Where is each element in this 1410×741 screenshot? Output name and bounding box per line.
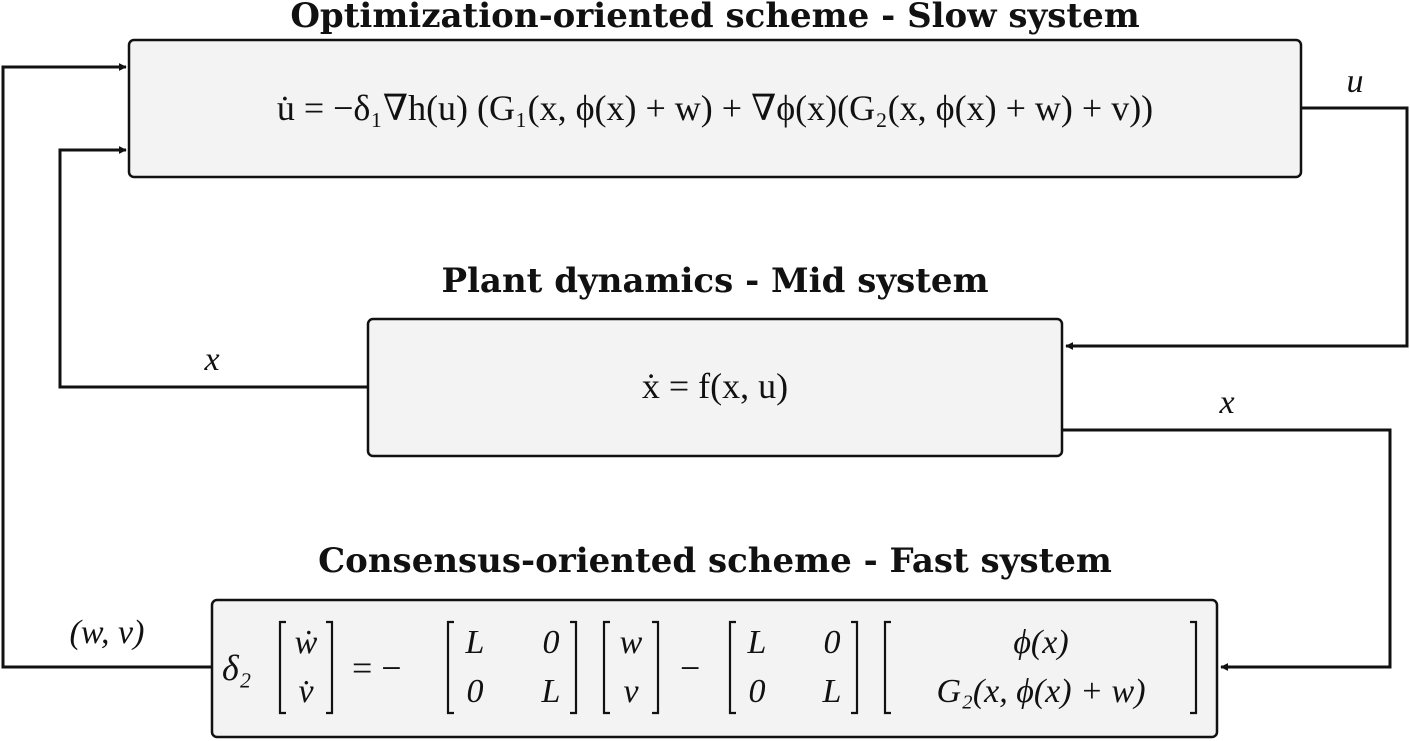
matrix2-a11: L	[747, 624, 767, 661]
minus-sign: −	[680, 648, 700, 688]
mid-system-title: Plant dynamics - Mid system	[441, 261, 988, 301]
matrix2-bracket-right	[851, 620, 859, 715]
matrix1-a12: 0	[543, 624, 560, 661]
state-top: ẇ	[295, 624, 318, 661]
matrix1-a22: L	[541, 673, 561, 710]
input-bracket-right	[1190, 620, 1198, 715]
bracket-right	[326, 620, 334, 715]
equals-minus: = −	[352, 648, 402, 688]
slow-system-title: Optimization-oriented scheme - Slow syst…	[290, 0, 1139, 36]
matrix1-a11: L	[465, 624, 485, 661]
matrix2-bracket-left	[728, 620, 736, 715]
matrix1-bracket-left	[446, 620, 454, 715]
matrix1-a21: 0	[467, 673, 484, 710]
mid-system-equation: ẋ = f(x, u)	[642, 366, 788, 406]
signal-label-x-right: x	[1218, 384, 1234, 421]
wire-x-mid-to-fast	[1062, 428, 1392, 671]
vector-bracket-right	[652, 620, 660, 715]
matrix2-a21: 0	[749, 673, 766, 710]
signal-label-u: u	[1347, 63, 1364, 100]
wire-x-mid-to-slow	[58, 146, 368, 389]
state-bottom: v̇	[298, 673, 314, 710]
input-bracket-left	[883, 620, 891, 715]
matrix2-a12: 0	[824, 624, 841, 661]
delta2-coefficient: δ₂	[222, 648, 251, 688]
input-bottom: G₂(x, ϕ(x) + w)	[936, 673, 1145, 710]
input-top: ϕ(x)	[1013, 624, 1068, 661]
fast-system-equation: δ₂ ẇ v̇ = − L 0 0 L w v − L 0 0 L ϕ(x) G…	[222, 620, 1198, 715]
fast-system-title: Consensus-oriented scheme - Fast system	[318, 541, 1112, 581]
matrix2-a22: L	[822, 673, 842, 710]
vector-bracket-left	[602, 620, 610, 715]
wire-u-slow-to-mid	[1065, 106, 1409, 350]
signal-label-x-left: x	[203, 341, 219, 378]
signal-label-wv: (w, v)	[70, 614, 145, 651]
wire-wv-fast-to-slow	[1, 63, 212, 669]
slow-system-equation: u̇ = −δ₁∇h(u) (G₁(x, ϕ(x) + w) + ∇ϕ(x)(G…	[277, 88, 1153, 128]
bracket-left	[278, 620, 286, 715]
vector-top: w	[620, 624, 643, 661]
vector-bottom: v	[623, 673, 639, 710]
matrix1-bracket-right	[570, 620, 578, 715]
